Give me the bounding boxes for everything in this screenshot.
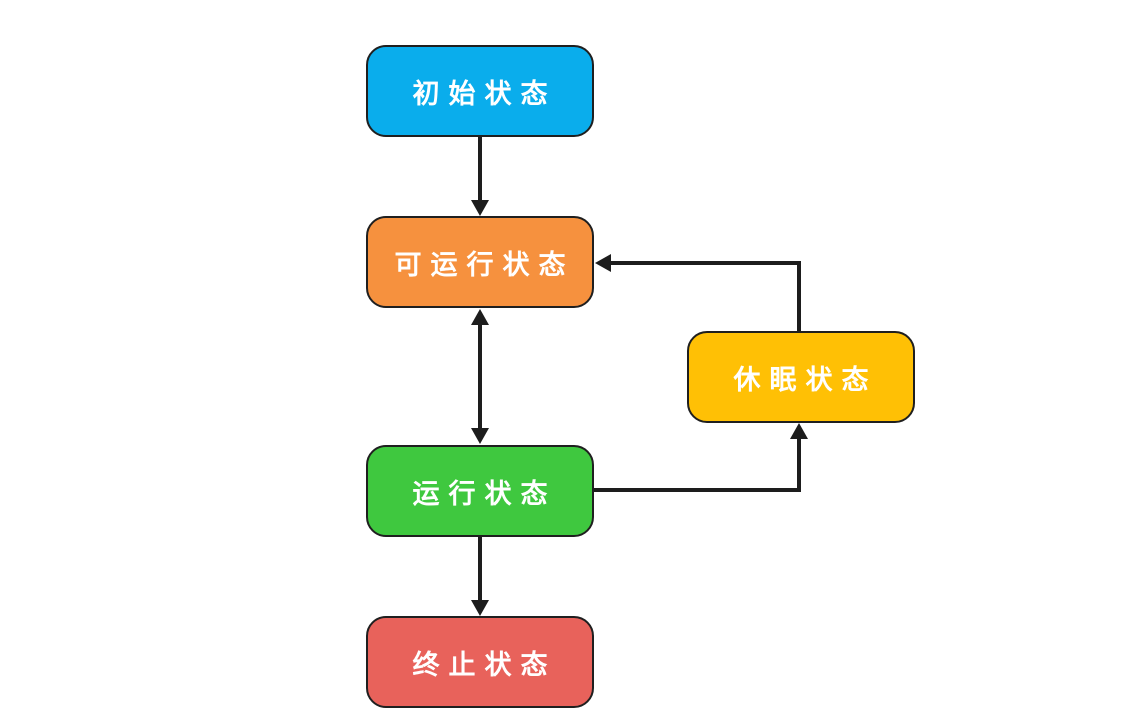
arrowhead-up-into-runnable — [471, 309, 489, 325]
node-runnable-state-label: 可运行状态 — [394, 249, 575, 281]
arrowhead-left-into-runnable — [595, 254, 611, 272]
arrowhead-down-into-running — [471, 428, 489, 444]
node-initial-state-label: 初始状态 — [412, 78, 557, 110]
arrowhead-down-into-runnable — [471, 200, 489, 216]
node-initial-state: 初始状态 — [366, 45, 594, 137]
arrowhead-down-into-terminated — [471, 600, 489, 616]
edge-sleep-to-runnable — [609, 261, 801, 331]
node-sleep-state: 休眠状态 — [687, 331, 915, 423]
node-sleep-state-label: 休眠状态 — [733, 364, 878, 396]
node-terminated-state: 终止状态 — [366, 616, 594, 708]
node-running-state: 运行状态 — [366, 445, 594, 537]
edge-running-to-sleep — [594, 437, 801, 492]
node-runnable-state: 可运行状态 — [366, 216, 594, 308]
arrowhead-up-into-sleep — [790, 423, 808, 439]
node-terminated-state-label: 终止状态 — [412, 649, 557, 681]
node-running-state-label: 运行状态 — [412, 478, 557, 510]
